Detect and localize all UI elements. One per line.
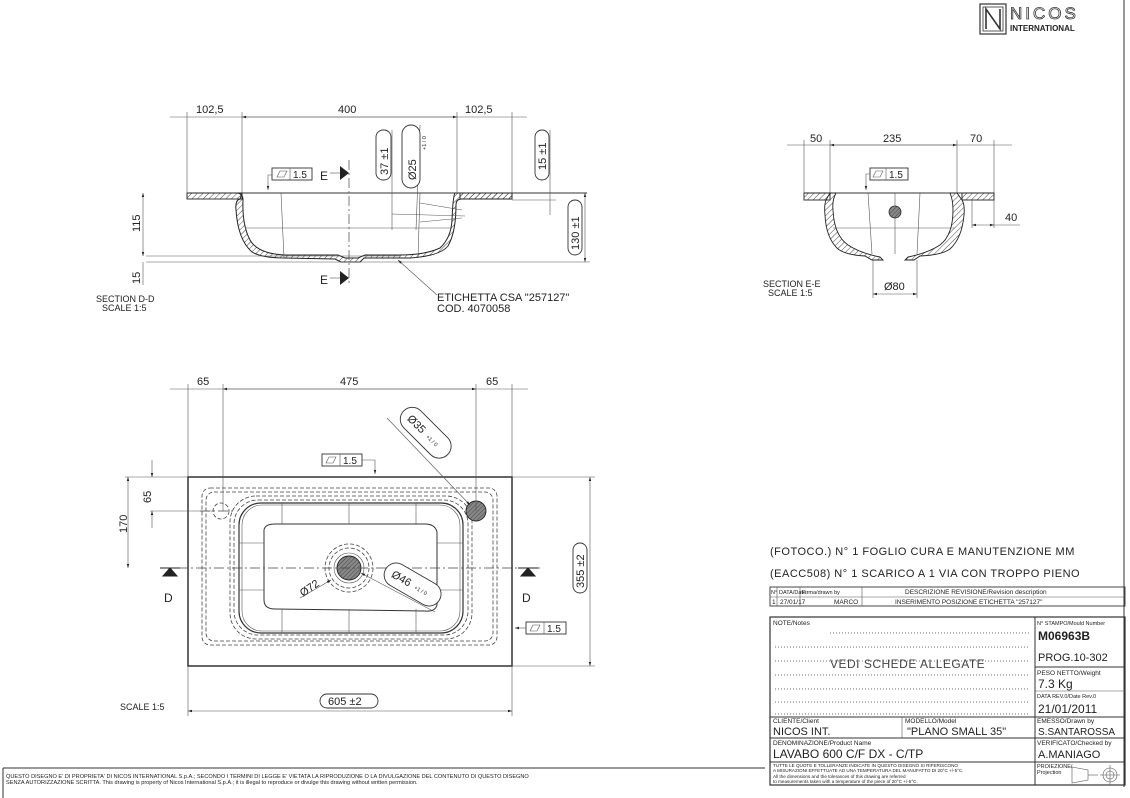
flatness-plan-side: 1.5: [547, 624, 561, 635]
section-ee-scale: SCALE 1:5: [768, 288, 813, 298]
tolerance-it-1: TUTTE LE QUOTE E TOLLERANZE INDICATE IN …: [773, 763, 958, 768]
dim-dd-overflow-tol: +1 / 0: [422, 136, 428, 150]
client-label: CLIENTE/Client: [773, 718, 819, 725]
weight-label: PESO NETTO/Weight: [1037, 670, 1101, 677]
prog-number: PROG.10-302: [1038, 652, 1108, 664]
rev-header-description: DESCRIZIONE REVISIONE/Revision descripti…: [905, 589, 1047, 596]
rev-cell-drawn: MARCO: [834, 599, 858, 606]
dim-plan-center-y: 170: [118, 515, 130, 533]
dim-ee-offset: 40: [1005, 212, 1017, 224]
model-value: "PLANO SMALL 35": [907, 726, 1006, 738]
checked-value: A.MANIAGO: [1038, 749, 1101, 761]
projection-symbol-icon: [1071, 765, 1120, 785]
dim-plan-middle: 475: [340, 376, 358, 388]
dim-dd-left: 102,5: [196, 104, 224, 116]
notes-text: VEDI SCHEDE ALLEGATE: [830, 657, 985, 671]
rev-header-date: DATA/Date: [779, 590, 806, 596]
note-line-1: (FOTOCO.) N° 1 FOGLIO CURA E MANUTENZION…: [770, 546, 1075, 558]
tolerance-en-2: to measurements taken with a temperature…: [773, 779, 918, 784]
dim-dd-right: 102,5: [465, 104, 493, 116]
dim-dd-top-offset: 15 ±1: [537, 143, 549, 170]
product-label: DENOMINAZIONE/Product Name: [773, 740, 872, 747]
rev-header-drawn: Firma/drawn by: [802, 590, 840, 596]
dim-ee-drain: Ø80: [884, 281, 905, 293]
projection-label-2: Projection: [1037, 770, 1061, 776]
plan-view: 65 475 65 65 170 355 ±2 605 ±2 Ø35 +1 / …: [118, 376, 595, 716]
tolerance-it-2: A MISURAZIONI EFFETTUATE AD UNA TEMPERAT…: [773, 768, 964, 773]
logo-brand: NICOS: [1010, 4, 1079, 23]
dim-ee-right: 70: [970, 133, 982, 145]
dim-dd-depth: 115: [131, 214, 143, 232]
projection-label-1: PROIEZIONE/: [1037, 764, 1073, 770]
drawn-label: EMESSO/Drawn by: [1037, 718, 1095, 725]
rev-cell-number: 1: [772, 599, 776, 606]
dim-dd-total-height: 130 ±1: [570, 216, 582, 250]
mould-number: M06963B: [1038, 629, 1090, 643]
date-value: 21/01/2011: [1038, 702, 1097, 716]
section-e-e: 50 235 70 40 Ø80 1.5 SECTION E-E SCALE 1…: [763, 133, 1020, 298]
section-ee-title: SECTION E-E: [763, 279, 821, 289]
dim-ee-left: 50: [810, 133, 822, 145]
title-block: NOTE/Notes VEDI SCHEDE ALLEGATE N° STAMP…: [769, 616, 1126, 786]
dim-dd-bottom: 15: [131, 272, 143, 284]
date-label: DATA REV.0/Date Rev.0: [1037, 694, 1096, 700]
dim-ee-bowl: 235: [883, 133, 901, 145]
dim-plan-left: 65: [197, 376, 209, 388]
dim-dd-overflow-height: 37 ±1: [379, 148, 391, 175]
tolerance-en-1: All the dimensions and the tolerances of…: [773, 774, 906, 779]
rev-header-number: N°: [771, 590, 777, 596]
logo-subtitle: INTERNATIONAL: [1010, 24, 1075, 33]
dim-plan-hole-y: 65: [142, 491, 154, 503]
cut-label-e-top: E: [320, 169, 328, 183]
notes-dotted-lines: [775, 632, 1030, 715]
dim-dd-overflow-dia: Ø25: [407, 159, 419, 180]
label-etichetta: ETICHETTA CSA "257127": [437, 292, 569, 304]
rev-cell-description: INSERIMENTO POSIZIONE ETICHETTA "257127": [895, 599, 1043, 606]
nicos-logo: NICOS INTERNATIONAL: [979, 3, 1079, 35]
cut-label-d-right: D: [522, 591, 531, 605]
dim-plan-depth: 355 ±2: [575, 554, 587, 588]
drawn-value: S.SANTAROSSA: [1038, 727, 1115, 738]
flatness-ee: 1.5: [889, 170, 903, 181]
rev-cell-date: 27/01/17: [780, 599, 806, 606]
cut-label-e-bottom: E: [320, 273, 328, 287]
section-dd-scale: SCALE 1:5: [102, 303, 147, 313]
section-dd-title: SECTION D-D: [96, 294, 155, 304]
plan-scale: SCALE 1:5: [120, 702, 165, 712]
dim-dd-bowl: 400: [338, 104, 356, 116]
label-code: COD. 4070058: [437, 303, 510, 315]
footer-line-1: QUESTO DISEGNO E' DI PROPRIETA' DI NICOS…: [6, 774, 529, 780]
note-line-2: (EACC508) N° 1 SCARICO A 1 VIA CON TROPP…: [770, 568, 1080, 580]
table-row: 1 27/01/17 MARCO INSERIMENTO POSIZIONE E…: [772, 599, 1043, 606]
client-value: NICOS INT.: [773, 726, 830, 738]
checked-label: VERIFICATO/Checked by: [1037, 740, 1112, 747]
cut-label-d-left: D: [164, 591, 173, 605]
footer-line-2: SENZA AUTORIZZAZIONE SCRITTA. This drawi…: [6, 780, 418, 786]
notes-label: NOTE/Notes: [773, 620, 811, 627]
dim-plan-width: 605 ±2: [328, 696, 362, 708]
weight-value: 7.3 Kg: [1038, 677, 1073, 691]
section-d-d: 102,5 400 102,5 115 15 130 ±1 15 ±1 37 ±…: [96, 104, 590, 315]
dim-plan-right: 65: [486, 376, 498, 388]
product-value: LAVABO 600 C/F DX - C/TP: [773, 747, 923, 761]
flatness-dd: 1.5: [293, 170, 307, 181]
flatness-plan-top: 1.5: [343, 456, 357, 467]
dim-plan-drain-outer: Ø72: [298, 578, 322, 600]
mould-label: N° STAMPO/Mould Number: [1037, 621, 1105, 627]
model-label: MODELLO/Model: [905, 718, 957, 725]
revision-table: N° DATA/Date Firma/drawn by DESCRIZIONE …: [769, 586, 1126, 607]
